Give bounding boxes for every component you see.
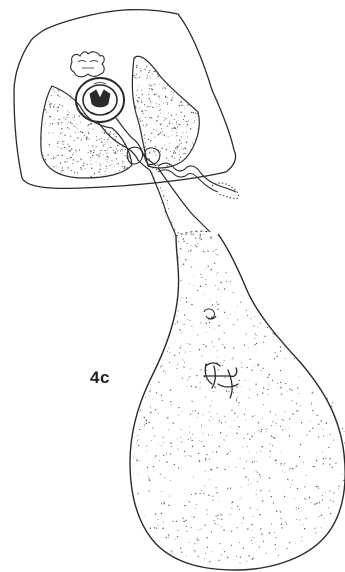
stalk-right-edge [116,118,156,166]
flask-neck-top-dashed [176,231,210,236]
flask-outline [130,234,345,570]
top-knob [71,52,104,77]
flask-stipple [127,228,345,572]
duct-right-edge [158,168,210,232]
right-junction-gland [145,148,160,165]
upper-internal-mark [204,309,216,319]
duct-left-edge [150,170,176,236]
duct-stipple [148,159,214,252]
lower-internal-mark [204,363,238,398]
top-knob-detail [78,61,98,69]
ring-core-mark [90,90,110,107]
figure-label: 4c [90,368,110,388]
left-lobe-stipple [38,84,137,182]
right-lobe-stipple [128,50,206,173]
